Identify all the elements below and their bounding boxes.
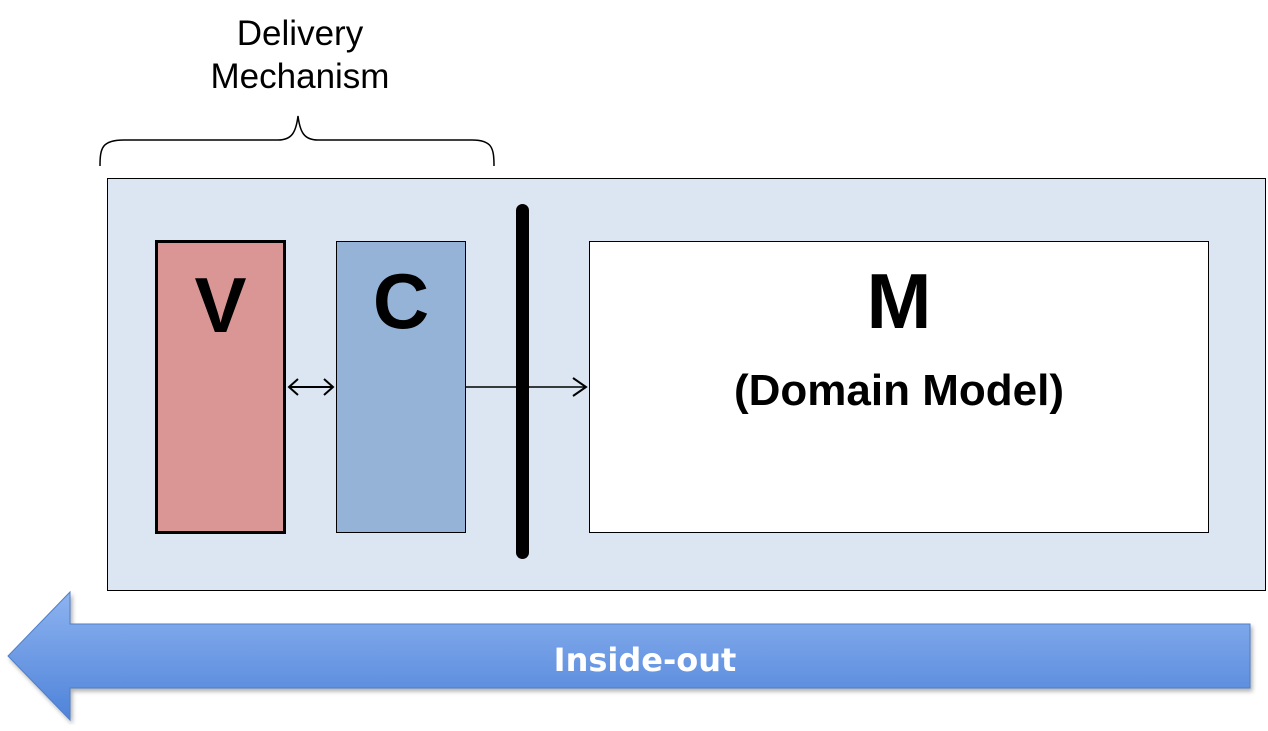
- model-letter: M: [866, 257, 932, 345]
- curly-brace: [99, 115, 495, 167]
- delivery-mechanism-line1: Delivery: [236, 14, 364, 53]
- view-box: [155, 240, 286, 534]
- inside-out-arrow: [7, 590, 1251, 722]
- delivery-mechanism-label: Delivery Mechanism: [150, 12, 450, 98]
- controller-letter: C: [372, 257, 430, 345]
- inside-out-label: Inside-out: [553, 641, 737, 679]
- model-box: [589, 241, 1209, 533]
- delivery-mechanism-line2: Mechanism: [210, 57, 390, 96]
- view-letter: V: [194, 261, 247, 349]
- controller-box: [336, 241, 466, 533]
- boundary-line: [516, 204, 529, 559]
- model-subtitle: (Domain Model): [734, 366, 1064, 415]
